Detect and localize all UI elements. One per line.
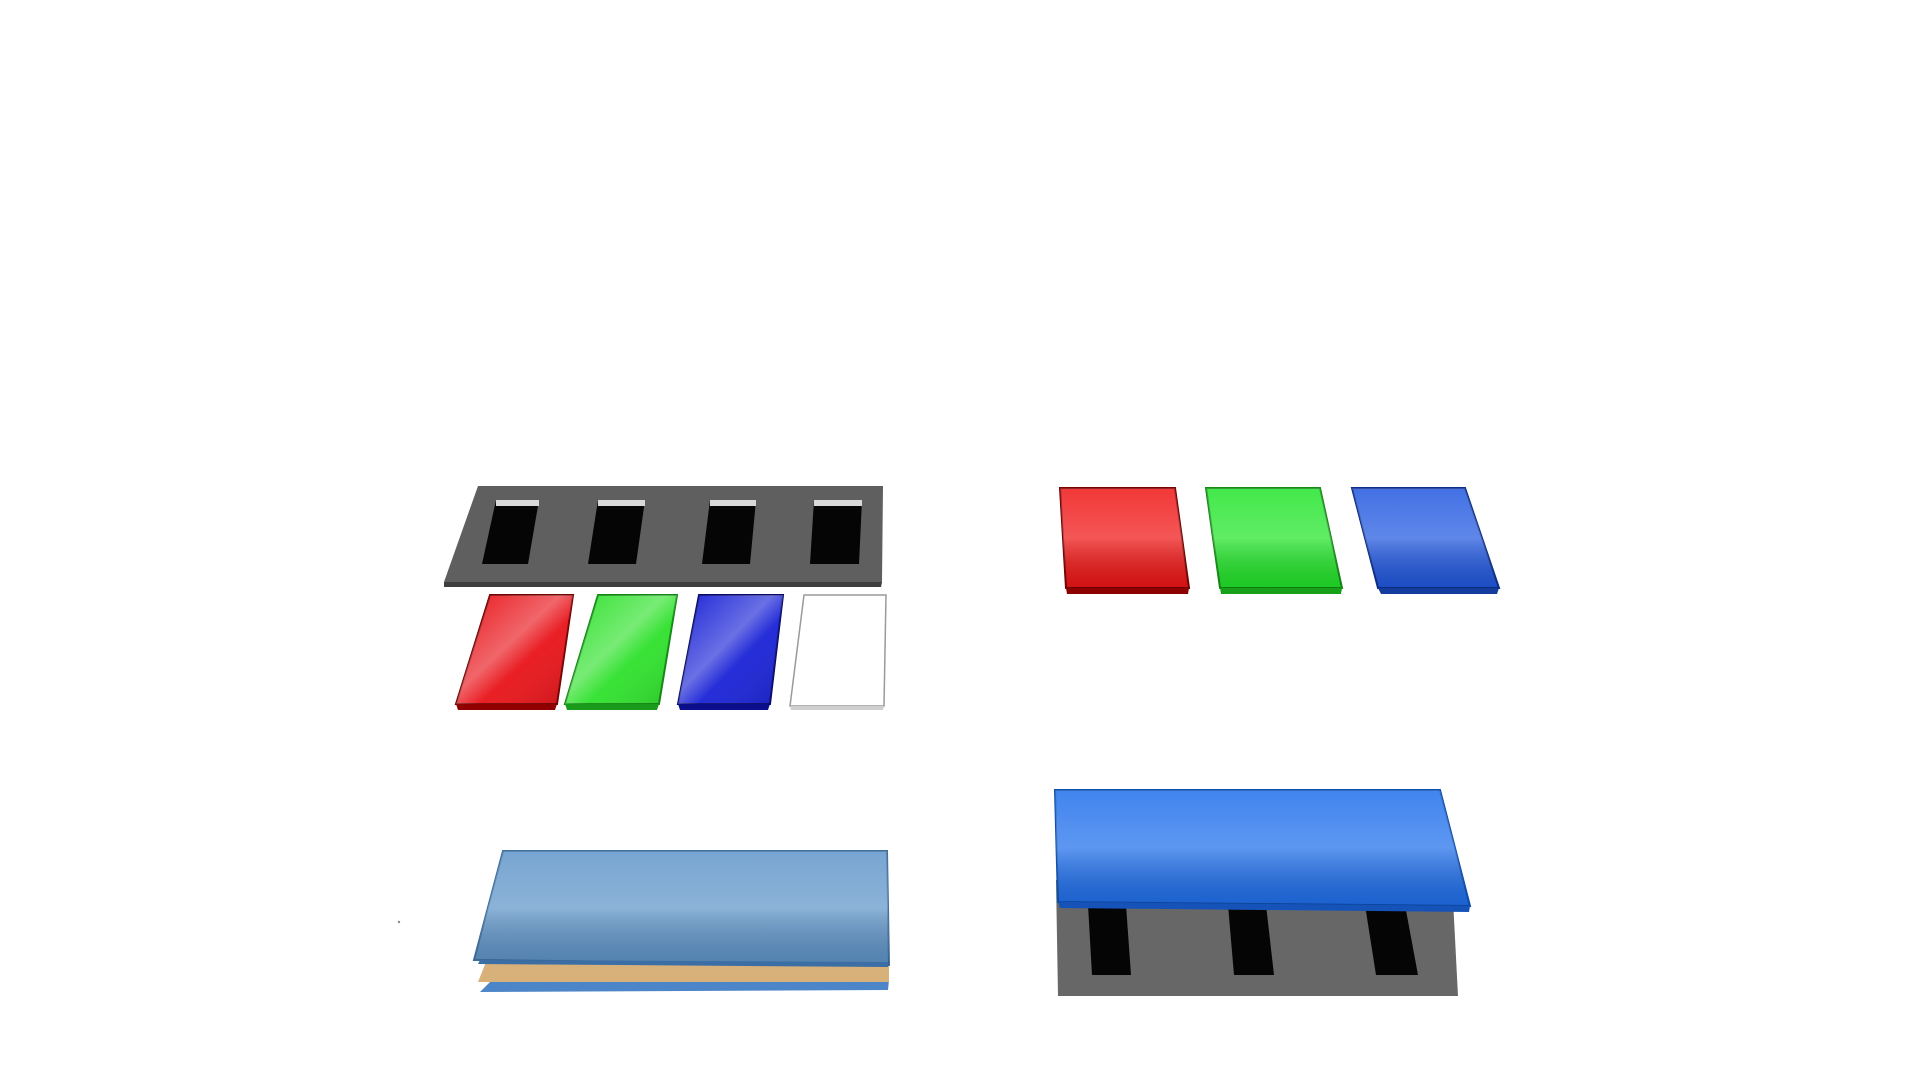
mask-slot (702, 500, 756, 564)
blue-filter (676, 594, 785, 710)
mask-slot (482, 500, 539, 564)
top-glass-layer (472, 850, 891, 967)
laminated-glass-stack (472, 850, 891, 992)
white-filter (789, 594, 887, 710)
green-filter (563, 594, 679, 710)
rgb-subpixel-filters (1058, 487, 1501, 594)
mask-slot (810, 500, 862, 564)
color-filter-array-exploded (444, 486, 887, 710)
dust-speck (397, 920, 401, 924)
mask-slot (1365, 905, 1418, 975)
blue-layer-over-mask (1053, 789, 1472, 996)
red-filter (454, 594, 575, 710)
mask-slot (588, 500, 645, 564)
red-filter (1058, 487, 1191, 594)
mask-slot (1088, 905, 1131, 975)
green-filter (1204, 487, 1344, 594)
middle-adhesive-layer (478, 962, 889, 982)
mask-slot (1228, 905, 1274, 975)
black-matrix-mask (444, 486, 883, 587)
bottom-glass-layer (480, 980, 889, 992)
blue-cover-layer (1053, 789, 1472, 912)
blue-filter (1350, 487, 1501, 594)
